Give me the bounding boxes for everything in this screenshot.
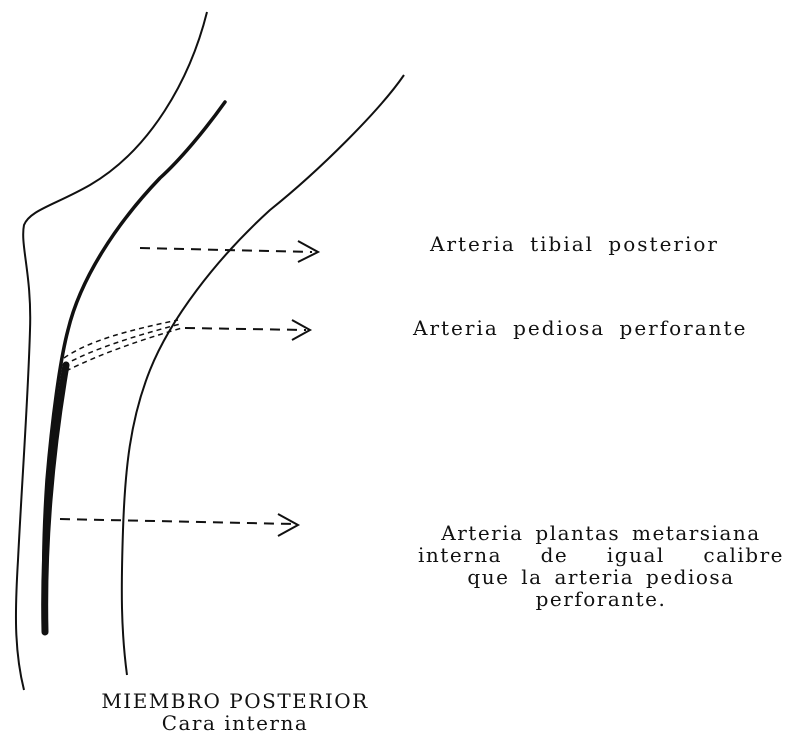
- label-plantar-line-4: perforante.: [418, 588, 784, 610]
- artery-pediosa-perforante-dashed-1: [64, 320, 178, 358]
- label-plantar-line-2: interna de igual calibre: [418, 544, 784, 566]
- label-arteria-tibial-posterior: Arteria tibial posterior: [430, 233, 719, 255]
- limb-inner-contour: [122, 75, 404, 675]
- label-arteria-plantar: Arteria plantas metarsiana interna de ig…: [418, 522, 784, 610]
- caption-subtitle: Cara interna: [55, 712, 415, 734]
- artery-pediosa-perforante-dashed-3: [66, 328, 182, 371]
- label-arteria-pediosa-perforante: Arteria pediosa perforante: [413, 317, 747, 339]
- artery-tibial-posterior: [44, 102, 225, 632]
- arrow-plantar: [60, 514, 298, 536]
- arrow-pediosa-perforante: [185, 320, 310, 340]
- label-plantar-line-1: Arteria plantas metarsiana: [418, 522, 784, 544]
- caption-title: MIEMBRO POSTERIOR: [55, 690, 415, 712]
- figure-caption: MIEMBRO POSTERIOR Cara interna: [55, 690, 415, 734]
- label-plantar-line-3: que la arteria pediosa: [418, 566, 784, 588]
